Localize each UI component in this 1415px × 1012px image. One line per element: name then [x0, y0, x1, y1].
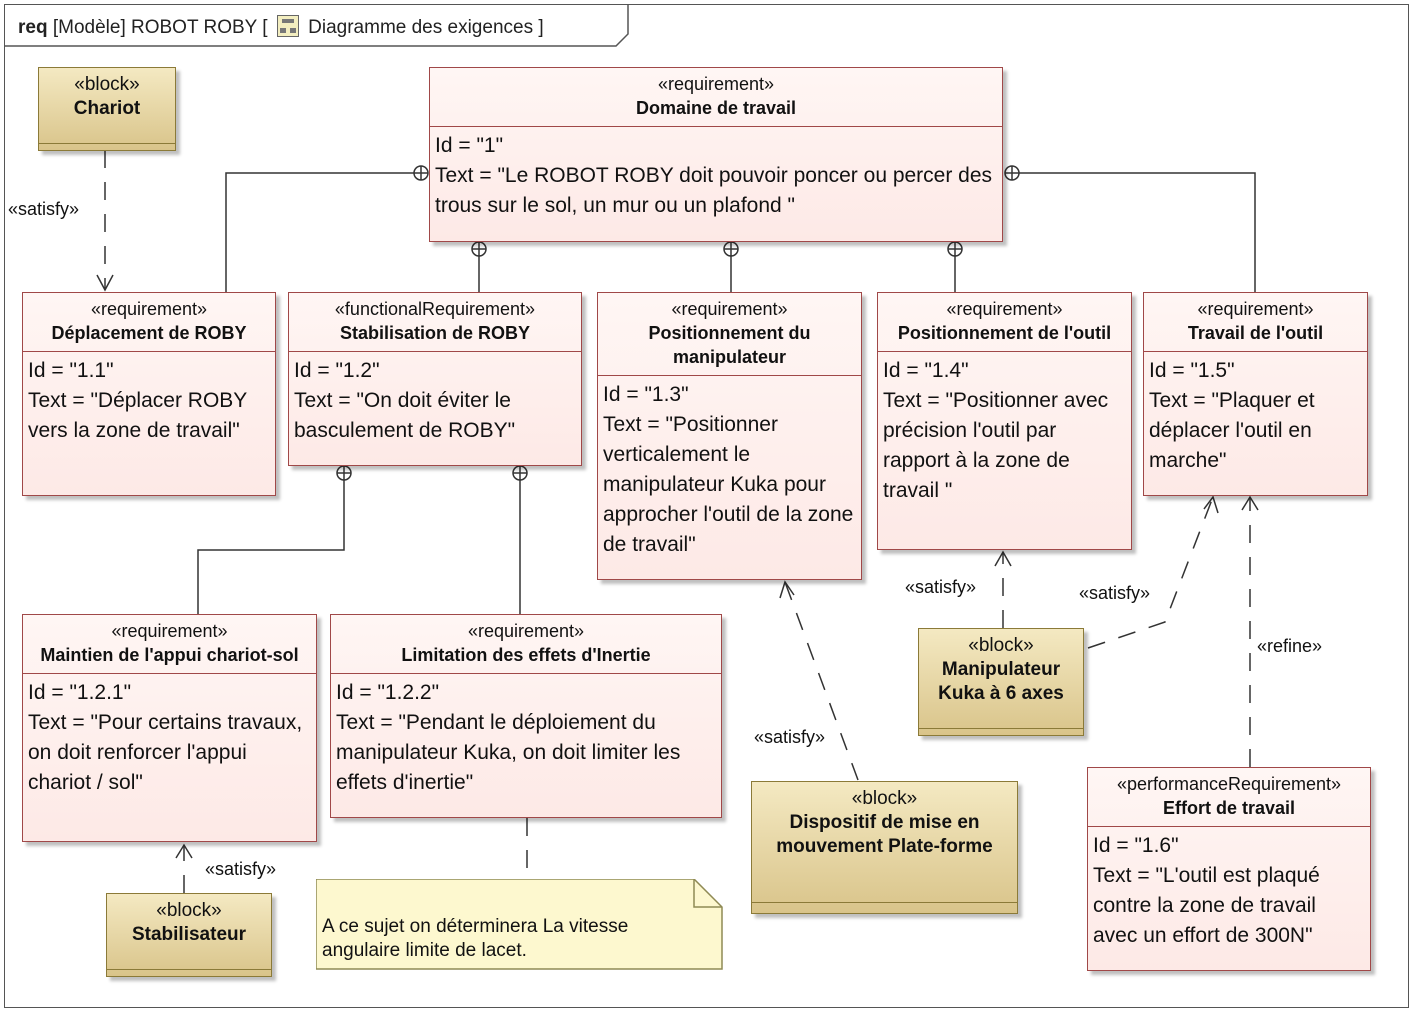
- stereotype: «requirement»: [657, 74, 775, 94]
- requirement-deplacement-de-roby[interactable]: «requirement» Déplacement de ROBY Id = "1…: [22, 292, 276, 496]
- requirement-stabilisation-de-roby[interactable]: «functionalRequirement» Stabilisation de …: [288, 292, 582, 466]
- requirement-maintien-de-l-appui[interactable]: «requirement» Maintien de l'appui chariot…: [22, 614, 317, 842]
- block-name: Dispositif de mise en mouvement Plate-fo…: [776, 812, 993, 857]
- requirement-name: Travail de l'outil: [1187, 323, 1324, 343]
- diagram-frame: [4, 4, 1409, 1008]
- block-chariot[interactable]: «block» Chariot: [38, 67, 176, 151]
- containment-line-1.2-1.2.1: [197, 466, 345, 614]
- requirement-id: Id = "1.6": [1093, 834, 1179, 857]
- stereotype: «requirement»: [90, 299, 208, 319]
- requirement-id: Id = "1": [435, 134, 504, 157]
- stereotype: «block»: [968, 635, 1034, 656]
- requirement-limitation-des-effets-d-inertie[interactable]: «requirement» Limitation des effets d'Ine…: [330, 614, 722, 818]
- comment-note[interactable]: A ce sujet on déterminera La vitesse ang…: [316, 879, 723, 970]
- satisfy-line-kuka-1.5: [1087, 496, 1214, 649]
- requirement-text: Text = "Le ROBOT ROBY doit pouvoir ponce…: [435, 164, 993, 217]
- requirement-domaine-de-travail[interactable]: «requirement» Domaine de travail Id = "1"…: [429, 67, 1003, 242]
- satisfy-label-dispositif: «satisfy»: [754, 727, 826, 747]
- block-dispositif-plate-forme[interactable]: «block» Dispositif de mise en mouvement …: [751, 781, 1018, 914]
- containment-line-1-1.1: [225, 172, 421, 292]
- stereotype: «requirement»: [467, 621, 585, 641]
- requirement-name: Déplacement de ROBY: [51, 323, 247, 343]
- satisfy-label-chariot: «satisfy»: [8, 199, 80, 219]
- block-manipulateur-kuka[interactable]: «block» Manipulateur Kuka à 6 axes: [918, 628, 1084, 736]
- requirement-name: Limitation des effets d'Inertie: [401, 645, 651, 665]
- dependency-arrowheads: [96, 274, 1259, 859]
- requirement-id: Id = "1.3": [603, 383, 689, 406]
- stereotype: «requirement»: [1197, 299, 1314, 319]
- satisfy-label-stabilisateur: «satisfy»: [205, 859, 277, 879]
- requirement-effort-de-travail[interactable]: «performanceRequirement» Effort de travai…: [1087, 767, 1371, 971]
- requirement-name: Domaine de travail: [635, 98, 797, 118]
- block-stabilisateur[interactable]: «block» Stabilisateur: [106, 893, 272, 977]
- satisfy-label-kuka-1.4: «satisfy»: [905, 577, 977, 597]
- requirement-id: Id = "1.2.2": [336, 681, 440, 704]
- requirement-id: Id = "1.2.1": [28, 681, 132, 704]
- requirement-text: Text = "Plaquer et déplacer l'outil en m…: [1149, 389, 1315, 472]
- stereotype: «performanceRequirement»: [1116, 774, 1342, 794]
- requirement-positionnement-du-manipulateur[interactable]: «requirement» Positionnement du manipulat…: [597, 292, 862, 580]
- containment-circle-icons: [336, 165, 1020, 481]
- requirement-travail-de-l-outil[interactable]: «requirement» Travail de l'outil Id = "1.…: [1143, 292, 1368, 496]
- stereotype: «block»: [851, 788, 918, 809]
- frame-kind: req: [18, 17, 48, 38]
- block-name: Chariot: [73, 98, 141, 119]
- requirement-text: Text = "On doit éviter le basculement de…: [294, 389, 516, 442]
- containment-line-1-1.5: [1012, 172, 1256, 292]
- requirement-text: Text = "Positionner avec précision l'out…: [883, 389, 1109, 502]
- requirement-name: Positionnement du manipulateur: [648, 323, 811, 367]
- frame-model: [Modèle] ROBOT ROBY [: [52, 17, 268, 38]
- requirement-text: Text = "Positionner verticalement le man…: [603, 413, 854, 556]
- satisfy-label-kuka-1.5: «satisfy»: [1079, 583, 1151, 603]
- stereotype: «requirement»: [946, 299, 1063, 319]
- frame-diagram-name: Diagramme des exigences ]: [308, 17, 544, 38]
- requirement-id: Id = "1.1": [28, 359, 114, 382]
- note-text: A ce sujet on déterminera La vitesse ang…: [322, 916, 629, 961]
- requirement-name: Positionnement de l'outil: [897, 323, 1112, 343]
- requirement-text: Text = "Déplacer ROBY vers la zone de tr…: [28, 389, 247, 442]
- requirement-text: Text = "Pendant le déploiement du manipu…: [336, 711, 681, 794]
- requirement-text: Text = "Pour certains travaux, on doit r…: [28, 711, 303, 794]
- stereotype: «requirement»: [111, 621, 228, 641]
- requirement-id: Id = "1.5": [1149, 359, 1235, 382]
- stereotype: «block»: [74, 74, 140, 95]
- refine-label: «refine»: [1257, 636, 1323, 656]
- requirement-name: Maintien de l'appui chariot-sol: [40, 645, 299, 665]
- requirement-positionnement-de-l-outil[interactable]: «requirement» Positionnement de l'outil I…: [877, 292, 1132, 550]
- requirement-id: Id = "1.4": [883, 359, 969, 382]
- requirement-id: Id = "1.2": [294, 359, 380, 382]
- stereotype: «block»: [156, 900, 222, 921]
- requirement-text: Text = "L'outil est plaqué contre la zon…: [1093, 864, 1320, 947]
- block-name: Manipulateur Kuka à 6 axes: [938, 659, 1064, 704]
- block-name: Stabilisateur: [131, 924, 247, 945]
- satisfy-line-dispositif: [784, 581, 859, 781]
- requirement-diagram-icon: [276, 15, 299, 37]
- stereotype: «requirement»: [671, 299, 788, 319]
- requirement-name: Effort de travail: [1162, 798, 1296, 818]
- stereotype: «functionalRequirement»: [334, 299, 536, 319]
- requirement-name: Stabilisation de ROBY: [339, 323, 531, 343]
